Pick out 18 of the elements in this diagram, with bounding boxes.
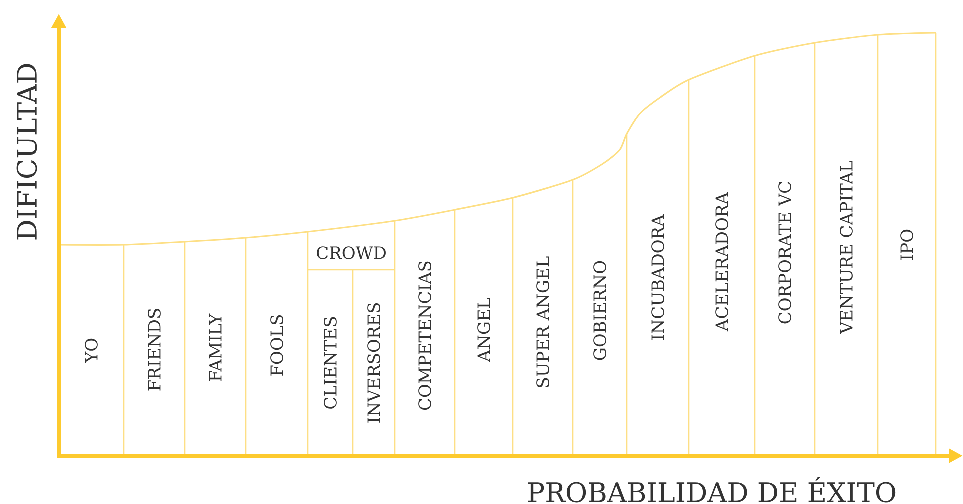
column-label: VENTURE CAPITAL — [840, 161, 853, 334]
column-label: IPO — [900, 230, 914, 260]
column-label: CORPORATE VC — [778, 182, 792, 324]
column-label: ACELERADORA — [716, 192, 728, 332]
column-label: ANGEL — [478, 298, 490, 362]
column-label: COMPETENCIAS — [418, 262, 432, 410]
column-label: GOBIERNO — [594, 261, 606, 360]
axis-label: PROBABILIDAD DE ÉXITO — [528, 477, 896, 503]
column-label: INCUBADORA — [652, 214, 664, 340]
column-label: FAMILY — [209, 314, 222, 382]
column-label: YO — [85, 338, 98, 364]
column-label: FOOLS — [270, 315, 284, 376]
column-label: SUPER ANGEL — [536, 256, 550, 388]
column-label: INVERSORES — [368, 304, 380, 423]
axis-label: DIFICULTAD — [16, 64, 38, 240]
column-label: FRIENDS — [148, 309, 161, 391]
group-label: CROWD — [317, 246, 386, 260]
column-label: CLIENTES — [324, 317, 337, 409]
